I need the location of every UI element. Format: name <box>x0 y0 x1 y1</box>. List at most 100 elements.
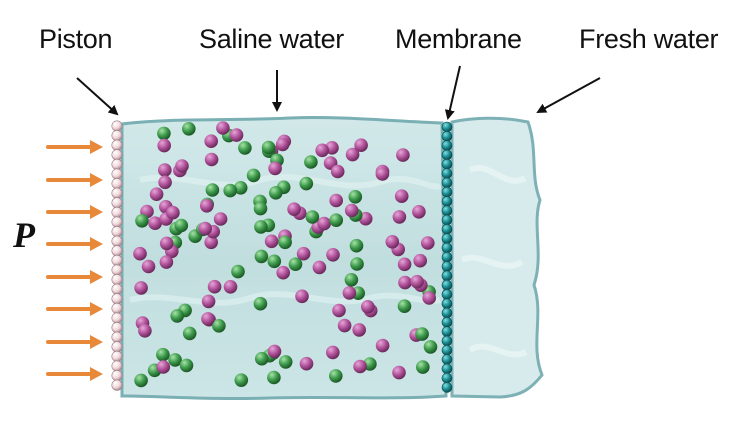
salt-ion-green <box>254 249 269 264</box>
salt-ion-magenta <box>141 259 156 274</box>
right-arrow-icon <box>46 140 103 154</box>
piston-bead <box>111 293 123 305</box>
membrane-bead <box>441 186 453 198</box>
salt-ion-magenta <box>344 203 359 218</box>
salt-ion-magenta <box>413 253 428 268</box>
membrane-bead <box>441 279 453 291</box>
membrane-bead <box>441 177 453 189</box>
salt-ion-magenta <box>201 294 216 309</box>
salt-ion-green <box>231 264 245 279</box>
piston-bead <box>111 187 123 199</box>
piston-bead <box>111 331 123 343</box>
salt-ion-magenta <box>223 280 238 294</box>
salt-ion-magenta <box>352 323 367 337</box>
fresh-water-region <box>450 116 544 399</box>
salt-ion-green <box>157 126 171 141</box>
piston-bead <box>111 120 123 132</box>
piston-pointer-arrow <box>76 77 119 116</box>
salt-ion-magenta <box>361 300 375 314</box>
piston-bead <box>111 341 123 353</box>
salt-ion-green <box>329 213 344 227</box>
right-arrow-icon <box>46 270 103 284</box>
salt-ion-green <box>329 369 343 383</box>
salt-ion-magenta <box>326 345 340 360</box>
piston-bead <box>111 274 123 286</box>
salt-ion-green <box>261 140 276 155</box>
membrane-label: Membrane <box>395 24 522 54</box>
salt-ion-green <box>278 235 292 250</box>
membrane-bead <box>441 205 453 216</box>
salt-ion-magenta <box>353 359 367 374</box>
salt-ion-magenta <box>421 236 435 250</box>
membrane-pointer-arrow <box>444 65 461 120</box>
salt-ion-green <box>397 299 412 314</box>
piston-bead <box>111 216 123 228</box>
salt-ion-green <box>135 214 149 228</box>
salt-ion-magenta <box>264 234 279 249</box>
membrane-bead <box>441 363 453 375</box>
membrane-bead <box>441 196 453 207</box>
piston-label: Piston <box>39 24 113 54</box>
piston-bead <box>111 264 123 276</box>
piston-bead <box>111 178 123 190</box>
salt-ion-magenta <box>201 312 215 326</box>
salt-ion-green <box>254 351 269 366</box>
piston-bead <box>111 245 123 257</box>
salt-ion-magenta <box>326 248 340 262</box>
membrane-bead <box>441 224 453 235</box>
salt-ion-green <box>223 183 237 198</box>
salt-ion-magenta <box>166 205 180 220</box>
salt-ion-green <box>416 360 430 374</box>
salt-ion-magenta <box>159 255 174 269</box>
right-arrow-icon <box>46 237 103 251</box>
right-arrow-icon <box>46 302 103 316</box>
salt-ion-magenta <box>159 236 174 251</box>
salt-ion-magenta <box>157 138 171 153</box>
piston-bead <box>111 322 123 334</box>
salt-ion-magenta <box>299 356 314 371</box>
membrane-bead <box>441 326 453 337</box>
salt-ion-green <box>267 254 282 269</box>
piston-bead <box>111 130 123 142</box>
salt-ion-magenta <box>207 279 222 294</box>
salt-ion-green <box>234 373 249 388</box>
salt-ion-magenta <box>394 189 409 203</box>
salt-ion-magenta <box>134 281 148 295</box>
membrane-bead <box>441 270 453 282</box>
membrane-bead <box>441 382 453 393</box>
salt-ion-green <box>253 201 268 216</box>
piston-bead <box>111 149 123 161</box>
salt-ion-green <box>253 296 268 311</box>
salt-ion-green <box>423 340 438 354</box>
salt-ion-magenta <box>332 303 346 318</box>
membrane-bead <box>441 261 453 272</box>
piston-bead <box>111 254 123 266</box>
membrane-bead <box>441 149 453 161</box>
membrane-bead <box>441 372 453 384</box>
salt-ion-magenta <box>158 175 172 190</box>
piston-bead <box>111 360 123 372</box>
salt-ion-magenta <box>276 265 291 280</box>
membrane-bead <box>441 131 453 142</box>
salt-ion-magenta <box>330 164 345 179</box>
piston <box>111 120 123 391</box>
salt-ion-green <box>182 122 196 136</box>
membrane-bead <box>441 158 453 170</box>
salt-ion-magenta <box>158 163 172 177</box>
fresh-water-pointer-arrow <box>536 77 601 113</box>
membrane-bead <box>441 168 453 179</box>
salt-ion-green <box>170 309 184 323</box>
salt-ion-magenta <box>204 152 219 167</box>
piston-bead <box>111 302 123 314</box>
membrane-bead <box>441 335 453 347</box>
membrane-bead <box>441 214 453 226</box>
salt-ion-magenta <box>138 324 152 338</box>
salt-ion-magenta <box>213 212 228 226</box>
salt-ion-magenta <box>133 246 147 261</box>
salt-ion-green <box>254 220 268 234</box>
piston-bead <box>111 283 123 295</box>
salt-ion-green <box>174 218 189 233</box>
piston-bead <box>111 226 123 238</box>
salt-ion-green <box>179 358 194 373</box>
